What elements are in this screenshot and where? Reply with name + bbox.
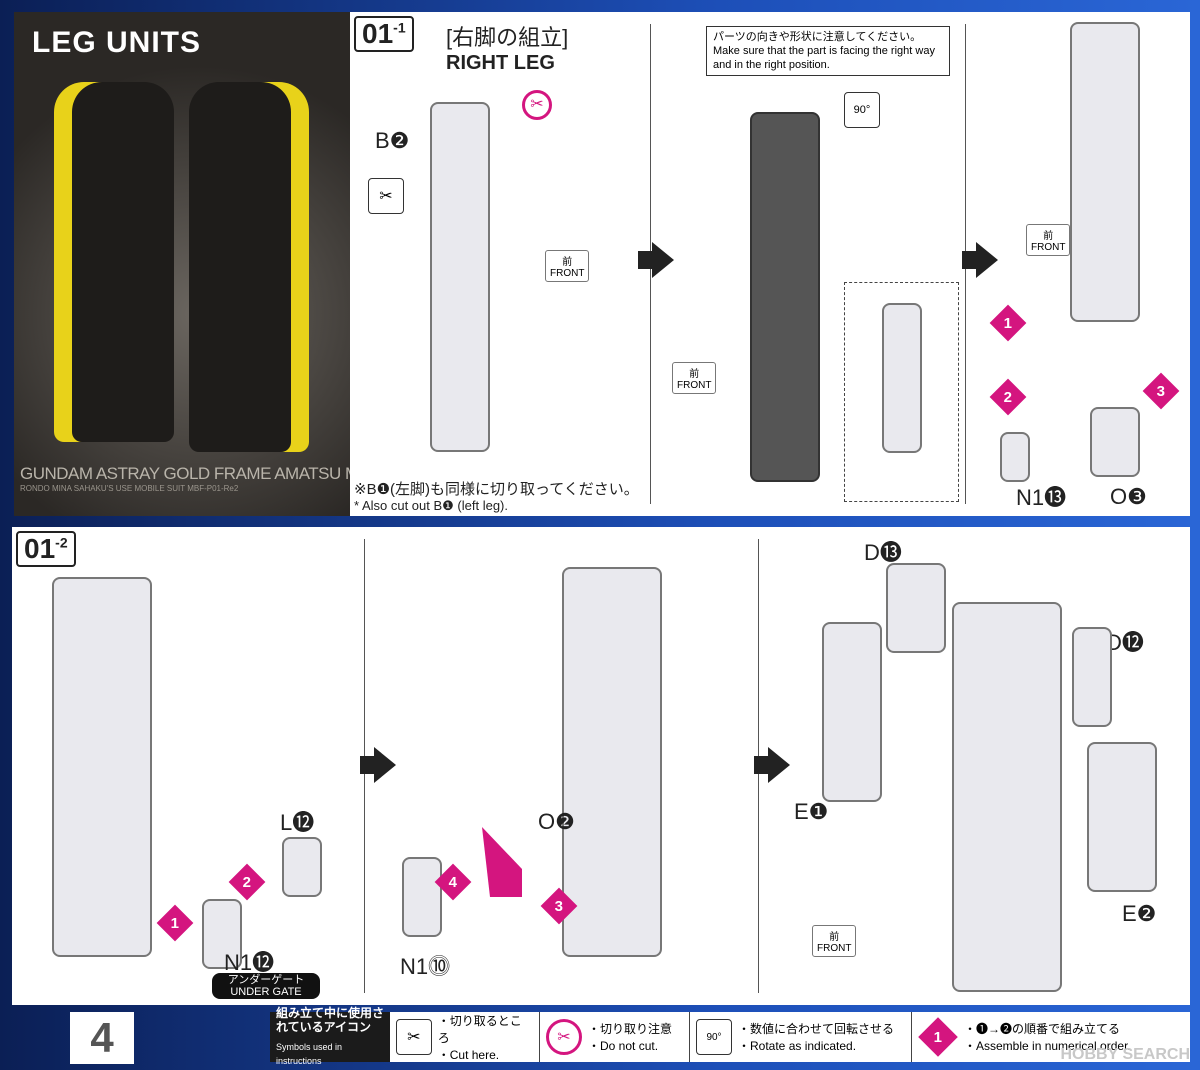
next-arrow-icon (962, 242, 998, 278)
product-photo-panel: LEG UNITS GUNDAM ASTRAY GOLD FRAME AMATS… (14, 12, 350, 516)
model-name: GUNDAM ASTRAY GOLD FRAME AMATSU MINA (20, 464, 350, 483)
caution-box: パーツの向きや形状に注意してください。Make sure that the pa… (706, 26, 950, 76)
next-arrow-icon (638, 242, 674, 278)
part-label-b2: B❷ (375, 128, 410, 153)
runner-parts-image (430, 102, 490, 452)
no-cut-icon: ✂ (546, 1019, 582, 1055)
part-label-o2: O❷ (538, 809, 575, 834)
step-marker-1: 1 (989, 304, 1027, 342)
part-label-l12: L⓬ (280, 810, 315, 835)
nippers-icon: ✂ (368, 178, 404, 214)
part-o-image (1090, 407, 1140, 477)
model-subtitle: RONDO MINA SAHAKU'S USE MOBILE SUIT MBF-… (20, 484, 239, 493)
legend-title-jp: 組み立て中に使用されているアイコン (276, 1006, 385, 1034)
part-label-o3: O❸ (1110, 484, 1147, 509)
leg-image-right (189, 82, 309, 452)
step-marker-1: 1 (156, 904, 194, 942)
part-label-n1: N1⓭ (1016, 485, 1067, 510)
leg-assembly-image (750, 112, 820, 482)
step-number: 01-2 (16, 531, 76, 567)
nippers-icon: ✂ (396, 1019, 432, 1055)
no-cut-icon: ✂ (522, 90, 552, 120)
part-label-d13: D⓭ (864, 540, 902, 565)
part-label-d12: D⓬ (1106, 630, 1144, 655)
part-label-e1: E❶ (794, 799, 829, 824)
part-n1-10-image (402, 857, 442, 937)
part-label-n1-12: N1⓬ (224, 950, 275, 975)
leg-assembly-image (562, 567, 662, 957)
part-label-e2: E❷ (1122, 901, 1157, 926)
step-title-en: RIGHT LEG (446, 52, 555, 74)
page-number: 4 (70, 1012, 134, 1064)
leg-frame-image (52, 577, 152, 957)
step-marker-2: 2 (228, 863, 266, 901)
part-label-n1-10: N1⓾ (400, 954, 451, 979)
part-n1-image (202, 899, 242, 969)
detail-inset (844, 282, 959, 502)
part-d13-image (886, 563, 946, 653)
rotate-90-icon: 90° (696, 1019, 732, 1055)
note-en: * Also cut out B❶ (left leg). (354, 498, 509, 513)
step-marker-3: 3 (1142, 372, 1180, 410)
page-title: LEG UNITS (32, 26, 202, 59)
step-diamond-icon: 1 (918, 1017, 958, 1057)
leg-image-left (54, 82, 174, 442)
watermark: HOBBY SEARCH (1060, 1046, 1191, 1063)
part-o-image (482, 827, 522, 897)
step-marker-2: 2 (989, 378, 1027, 416)
leg-frame-image (952, 602, 1062, 992)
step-title-jp: [右脚の組立] (446, 25, 569, 50)
next-arrow-icon (360, 747, 396, 783)
step-number: 01-1 (354, 16, 414, 52)
note-jp: ※B❶(左脚)も同様に切り取ってください。 (354, 481, 639, 498)
part-l-image (282, 837, 322, 897)
rotate-90-icon: 90° (844, 92, 880, 128)
part-d12-image (1072, 627, 1112, 727)
next-arrow-icon (754, 747, 790, 783)
part-e1-image (822, 622, 882, 802)
part-n1-image (1000, 432, 1030, 482)
part-e2-image (1087, 742, 1157, 892)
legend-title-en: Symbols used in instructions (276, 1042, 343, 1066)
symbol-legend: 組み立て中に使用されているアイコン Symbols used in instruc… (270, 1006, 1190, 1066)
leg-frame-image (1070, 22, 1140, 322)
